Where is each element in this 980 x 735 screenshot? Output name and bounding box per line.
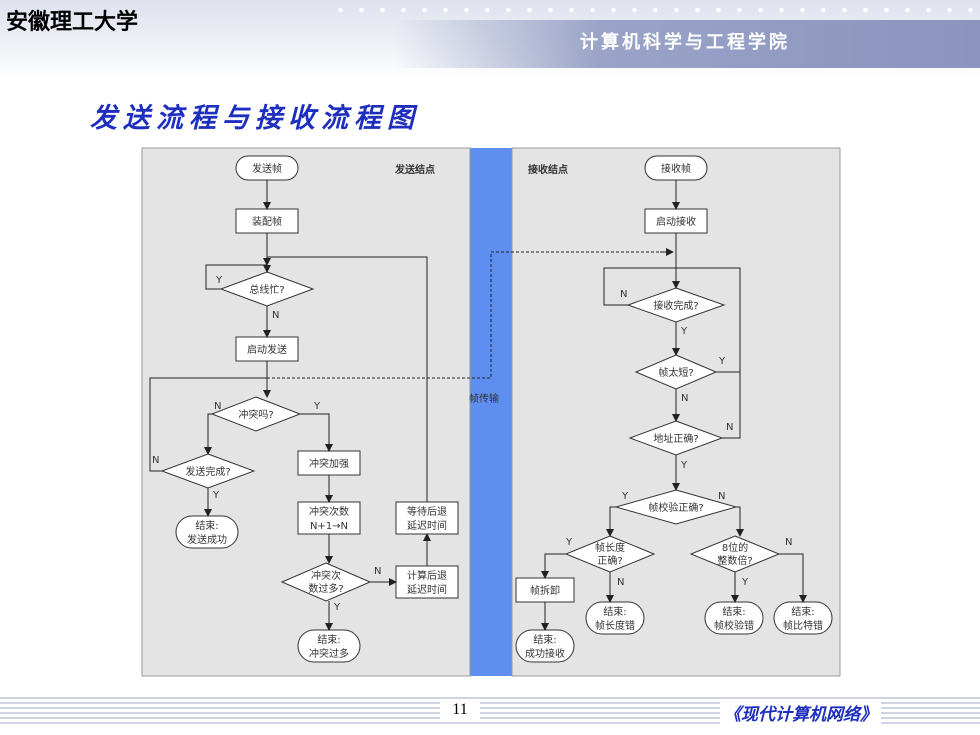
octet-label-2: 整数倍?: [717, 554, 752, 567]
bus-busy-label: 总线忙?: [249, 283, 284, 296]
header-dots: [330, 5, 980, 15]
addr-no-label: N: [726, 422, 733, 433]
assemble-frame-label: 装配帧: [252, 215, 282, 228]
slide-header: 安徽理工大学 计算机科学与工程学院: [0, 0, 980, 78]
octet-yes-label: Y: [741, 577, 749, 588]
channel-label: 帧传输: [469, 392, 499, 405]
calc-backoff-box: [395, 565, 459, 599]
tooshort-yes-label: Y: [718, 356, 726, 367]
slide-title: 发送流程与接收流程图: [90, 103, 420, 134]
edge-wait-retry: [263, 256, 428, 502]
sender-start-label: 发送帧: [252, 162, 282, 175]
busy-yes-label: Y: [215, 275, 223, 286]
send-success-label-1: 结束:: [195, 519, 218, 532]
fcs-no-label: N: [718, 491, 725, 502]
edge-fcs-yes: [606, 506, 616, 537]
toomany-yes-label: Y: [333, 602, 341, 613]
start-send-label: 启动发送: [247, 343, 287, 356]
done-yes-label: Y: [212, 490, 220, 501]
calc-backoff-label-2: 延迟时间: [407, 583, 447, 596]
receiver-panel-label: 接收结点: [528, 163, 568, 176]
edge-collision-yes: [300, 413, 333, 452]
edge-busy-yes-loop: [205, 264, 267, 290]
too-many-label-1: 冲突次: [311, 569, 341, 582]
fcs-ok-label: 帧校验正确?: [648, 501, 703, 514]
addr-yes-label: Y: [680, 460, 688, 471]
bit-error-label-1: 结束:: [791, 605, 814, 618]
too-short-label: 帧太短?: [658, 366, 693, 379]
edge-recvdone-no-loop: [603, 267, 676, 306]
addr-ok-label: 地址正确?: [653, 432, 698, 445]
receiver-start-label: 接收帧: [661, 162, 691, 175]
jam-label: 冲突加强: [309, 457, 349, 470]
collision-count-label-1: 冲突次数: [309, 505, 349, 518]
send-success-label-2: 发送成功: [187, 533, 227, 546]
edge-collision-no: [204, 413, 212, 455]
recvdone-yes-label: Y: [680, 326, 688, 337]
wait-backoff-label-2: 延迟时间: [407, 519, 447, 532]
start-recv-label: 启动接收: [656, 215, 696, 228]
recv-done-label: 接收完成?: [653, 299, 698, 312]
transmit-dashed-line: [267, 251, 660, 379]
collision-no-label: N: [214, 401, 221, 412]
edge-fcs-no: [736, 506, 744, 537]
calc-backoff-label-1: 计算后退: [407, 569, 447, 582]
edge-addr-no: [722, 372, 741, 439]
unpack-box: [515, 577, 575, 603]
toomany-no-label: N: [374, 566, 381, 577]
tooshort-no-label: N: [681, 393, 688, 404]
page-number: 11: [440, 701, 480, 719]
octet-label-1: 8位的: [722, 541, 748, 554]
busy-no-label: N: [272, 310, 279, 321]
recv-success-label-1: 结束:: [533, 633, 556, 646]
bit-error-label-2: 帧比特错: [783, 619, 823, 632]
len-yes-label: Y: [565, 537, 573, 548]
fcs-error-label-1: 结束:: [722, 605, 745, 618]
too-many-label-2: 数过多?: [308, 582, 343, 595]
edge-octet-no: [779, 553, 807, 603]
len-error-label-2: 帧长度错: [595, 619, 635, 632]
too-many-end-label-1: 结束:: [317, 633, 340, 646]
sender-panel-label: 发送结点: [394, 163, 435, 176]
wait-backoff-box: [395, 501, 459, 535]
book-title: 《现代计算机网络》: [720, 700, 881, 725]
done-no-label: N: [152, 455, 159, 466]
fcs-yes-label: Y: [621, 491, 629, 502]
collision-decision: [210, 396, 302, 432]
collision-label: 冲突吗?: [238, 408, 273, 421]
collision-count-label-2: N+1→N: [310, 521, 348, 532]
len-no-label: N: [617, 577, 624, 588]
octet-no-label: N: [785, 537, 792, 548]
too-many-end-label-2: 冲突过多: [309, 647, 349, 660]
collision-yes-label: Y: [313, 401, 321, 412]
too-many-decision: [280, 562, 372, 602]
wait-backoff-label-1: 等待后退: [407, 505, 447, 518]
send-done-label: 发送完成?: [185, 465, 230, 478]
edge-tooshort-yes: [676, 267, 741, 373]
len-error-label-1: 结束:: [603, 605, 626, 618]
recvdone-no-label: N: [620, 289, 627, 300]
recv-success-label-2: 成功接收: [525, 647, 565, 660]
fcs-error-label-2: 帧校验错: [714, 619, 754, 632]
header-band: [395, 20, 980, 68]
len-error-end: [585, 601, 645, 635]
len-ok-label-2: 正确?: [597, 554, 622, 567]
university-name: 安徽理工大学: [6, 10, 139, 35]
len-ok-label-1: 帧长度: [595, 541, 625, 554]
unpack-label: 帧拆卸: [530, 584, 560, 597]
fcs-ok-decision: [614, 489, 738, 525]
school-name: 计算机科学与工程学院: [580, 32, 790, 53]
edge-len-yes: [541, 553, 566, 579]
edge-done-no-loop: [149, 377, 267, 472]
channel-band: [470, 148, 512, 676]
